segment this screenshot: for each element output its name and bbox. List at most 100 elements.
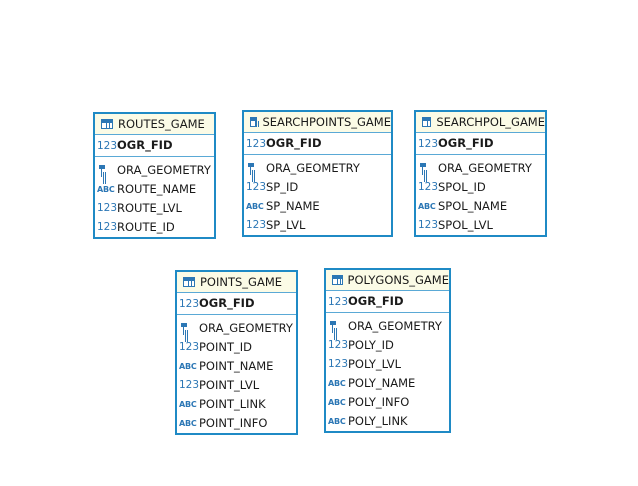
- column-name: POINT_LINK: [199, 397, 266, 411]
- text-type-icon: ABC: [179, 419, 197, 428]
- column-row[interactable]: ORA_GEOMETRY: [244, 159, 391, 178]
- column-name: POINT_NAME: [199, 359, 274, 373]
- column-name: ORA_GEOMETRY: [117, 163, 211, 177]
- text-type-icon: ABC: [179, 400, 197, 409]
- primary-key-row[interactable]: 123OGR_FID: [95, 135, 214, 157]
- column-name: POINT_ID: [199, 340, 253, 354]
- column-name: SPOL_ID: [438, 180, 486, 194]
- table-searchpoints-game[interactable]: SEARCHPOINTS_GAME 123OGR_FID ORA_GEOMETR…: [242, 110, 393, 237]
- column-name: POLY_LINK: [348, 414, 408, 428]
- column-row[interactable]: ORA_GEOMETRY: [95, 161, 214, 180]
- number-type-icon: 123: [246, 219, 267, 231]
- geometry-type-icon: [328, 320, 345, 334]
- column-row[interactable]: ORA_GEOMETRY: [326, 317, 449, 336]
- table-icon: [250, 117, 258, 127]
- table-name: SEARCHPOINTS_GAME: [262, 115, 391, 129]
- table-name: ROUTES_GAME: [118, 117, 205, 131]
- text-type-icon: ABC: [328, 417, 346, 426]
- number-type-icon: 123: [179, 341, 200, 353]
- number-type-icon: 123: [418, 219, 439, 231]
- column-name: POLY_NAME: [348, 376, 416, 390]
- number-type-icon: 123: [418, 181, 439, 193]
- column-name: OGR_FID: [438, 136, 494, 150]
- text-type-icon: ABC: [328, 379, 346, 388]
- column-name: OGR_FID: [117, 138, 173, 152]
- table-header: POLYGONS_GAME: [326, 270, 449, 291]
- column-name: ORA_GEOMETRY: [199, 321, 293, 335]
- primary-key-row[interactable]: 123OGR_FID: [244, 133, 391, 155]
- text-type-icon: ABC: [179, 362, 197, 371]
- primary-key-row[interactable]: 123OGR_FID: [177, 293, 296, 315]
- table-searchpol-game[interactable]: SEARCHPOL_GAME 123OGR_FID ORA_GEOMETRY 1…: [414, 110, 547, 237]
- primary-key-row[interactable]: 123OGR_FID: [416, 133, 545, 155]
- number-type-icon: 123: [97, 202, 118, 214]
- table-icon: [422, 117, 432, 127]
- column-name: SP_ID: [266, 180, 299, 194]
- number-type-icon: 123: [97, 221, 118, 233]
- number-type-icon: 123: [97, 140, 118, 152]
- column-name: POLY_LVL: [348, 357, 402, 371]
- column-name: SPOL_LVL: [438, 218, 493, 232]
- table-header: SEARCHPOINTS_GAME: [244, 112, 391, 133]
- primary-key-row[interactable]: 123OGR_FID: [326, 291, 449, 313]
- table-header: POINTS_GAME: [177, 272, 296, 293]
- geometry-type-icon: [97, 164, 114, 178]
- column-name: POLY_ID: [348, 338, 394, 352]
- column-name: ROUTE_LVL: [117, 201, 182, 215]
- table-icon: [101, 119, 113, 129]
- column-name: SP_LVL: [266, 218, 306, 232]
- column-name: OGR_FID: [348, 294, 404, 308]
- table-polygons-game[interactable]: POLYGONS_GAME 123OGR_FID ORA_GEOMETRY 12…: [324, 268, 451, 433]
- geometry-type-icon: [179, 322, 196, 336]
- column-name: ORA_GEOMETRY: [348, 319, 442, 333]
- column-name: SP_NAME: [266, 199, 320, 213]
- table-icon: [332, 275, 343, 285]
- column-name: SPOL_NAME: [438, 199, 508, 213]
- table-name: SEARCHPOL_GAME: [436, 115, 545, 129]
- column-name: OGR_FID: [199, 296, 255, 310]
- number-type-icon: 123: [179, 298, 200, 310]
- number-type-icon: 123: [328, 358, 349, 370]
- column-name: OGR_FID: [266, 136, 322, 150]
- column-name: ORA_GEOMETRY: [438, 161, 532, 175]
- number-type-icon: 123: [246, 138, 267, 150]
- column-name: POLY_INFO: [348, 395, 410, 409]
- column-row[interactable]: ORA_GEOMETRY: [177, 319, 296, 338]
- column-name: POINT_LVL: [199, 378, 260, 392]
- text-type-icon: ABC: [328, 398, 346, 407]
- text-type-icon: ABC: [418, 202, 436, 211]
- table-header: SEARCHPOL_GAME: [416, 112, 545, 133]
- column-name: ORA_GEOMETRY: [266, 161, 360, 175]
- number-type-icon: 123: [179, 379, 200, 391]
- number-type-icon: 123: [328, 296, 349, 308]
- geometry-type-icon: [418, 162, 435, 176]
- column-row[interactable]: ORA_GEOMETRY: [416, 159, 545, 178]
- text-type-icon: ABC: [97, 185, 115, 194]
- table-header: ROUTES_GAME: [95, 114, 214, 135]
- column-name: ROUTE_NAME: [117, 182, 197, 196]
- geometry-type-icon: [246, 162, 263, 176]
- column-name: ROUTE_ID: [117, 220, 175, 234]
- column-name: POINT_INFO: [199, 416, 268, 430]
